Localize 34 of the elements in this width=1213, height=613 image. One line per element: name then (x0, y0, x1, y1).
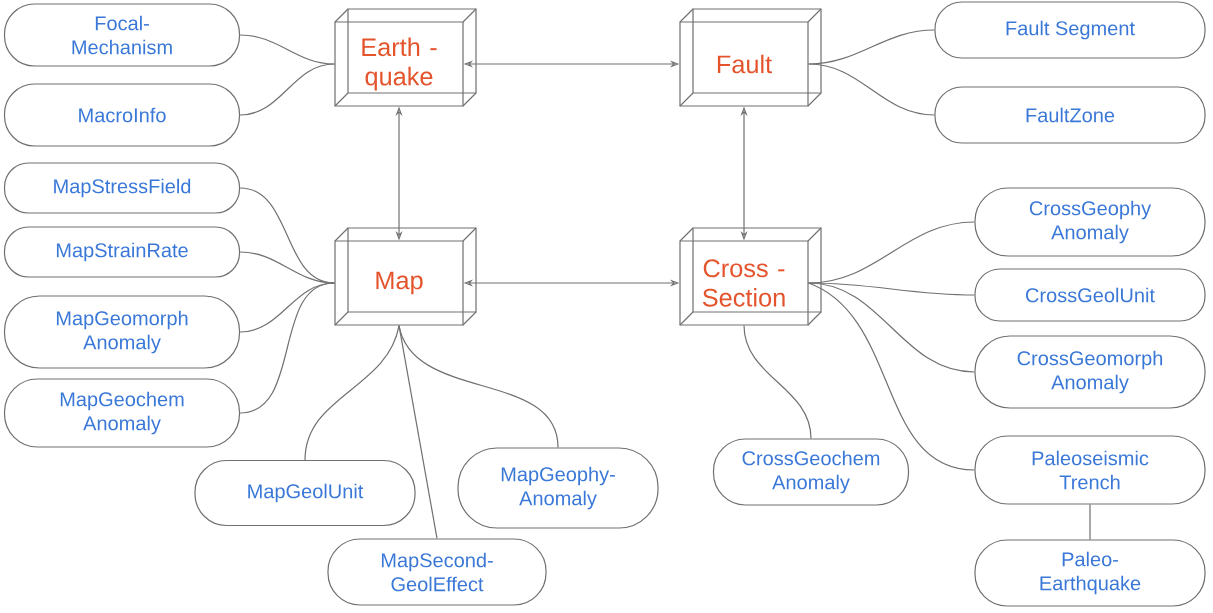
connector-line (239, 63, 335, 116)
box: Earth - quake (334, 8, 477, 107)
rounded-box: FaultZone (934, 86, 1206, 144)
rounded-box: CrossGeochem Anomaly (712, 438, 910, 506)
connector-line (239, 251, 335, 284)
connector-line (808, 63, 935, 116)
rounded-box: Paleoseismic Trench (974, 435, 1206, 505)
box: Cross - Section (679, 227, 822, 326)
box: Map (334, 227, 477, 326)
rounded-box: MapGeolUnit (194, 459, 416, 527)
connector-line (304, 325, 400, 461)
rounded-box: CrossGeolUnit (974, 268, 1206, 322)
connector-line (808, 29, 935, 65)
connector-line (808, 282, 975, 471)
rounded-box: MapGeochem Anomaly (3, 378, 241, 448)
connector-line (743, 325, 812, 439)
rounded-box: CrossGeomorph Anomaly (974, 335, 1206, 409)
connector-line (808, 282, 975, 296)
rounded-box: MapStrainRate (3, 226, 241, 278)
connector-line (398, 325, 559, 448)
connector-line (808, 282, 975, 373)
connector-line (1089, 504, 1091, 540)
rounded-box: CrossGeophy Anomaly (974, 187, 1206, 257)
rounded-box: MapGeomorph Anomaly (3, 295, 241, 369)
rounded-box: MacroInfo (3, 83, 241, 147)
connector-line (239, 282, 335, 414)
connector-line (239, 34, 335, 65)
rounded-box: Paleo- Earthquake (974, 539, 1206, 607)
rounded-box: MapStressField (3, 162, 241, 214)
box: Fault (679, 8, 822, 107)
rounded-box: Focal- Mechanism (3, 3, 241, 67)
rounded-box: MapGeophy- Anomaly (457, 447, 659, 529)
rounded-box: MapSecond- GeolEffect (327, 538, 547, 606)
rounded-box: Fault Segment (934, 1, 1206, 59)
